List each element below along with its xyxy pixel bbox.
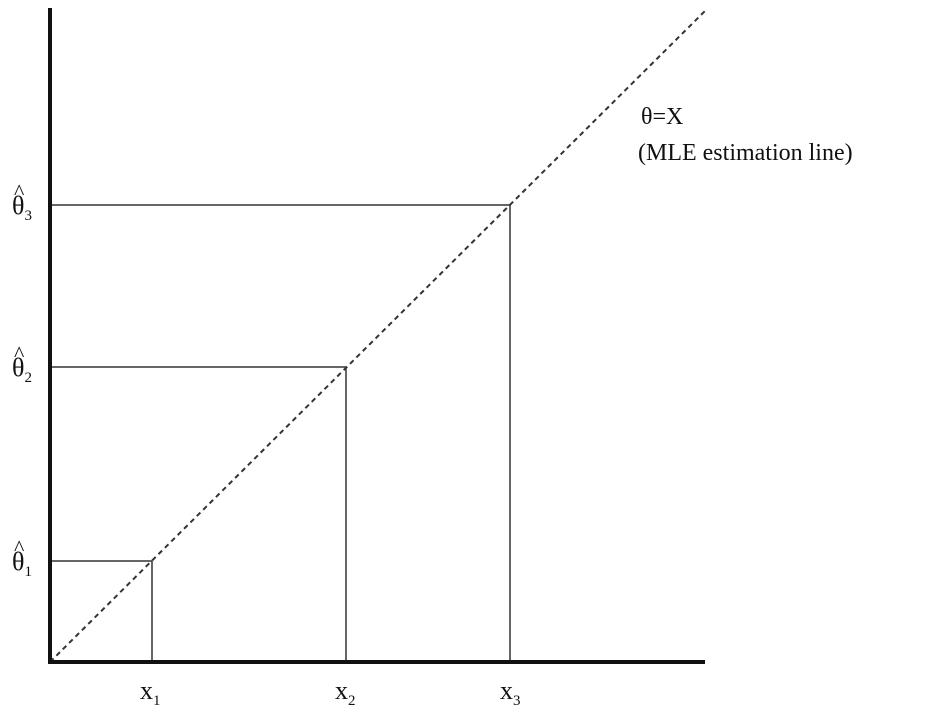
y-tick-label-2: ^ θ2 <box>12 341 32 386</box>
mle-estimation-line <box>49 9 707 663</box>
y-tick-symbol-2: θ2 <box>12 353 32 386</box>
line-caption-label: (MLE estimation line) <box>638 140 853 166</box>
hat-mark-3: ^ <box>14 179 25 204</box>
x-tick-label-3: x3 <box>500 676 521 708</box>
y-tick-label-3: ^ θ3 <box>12 179 32 224</box>
x-tick-label-1: x1 <box>140 676 161 708</box>
hat-mark-1: ^ <box>14 535 25 560</box>
hat-mark-2: ^ <box>14 341 25 366</box>
line-equation-label: θ=X <box>641 104 683 130</box>
y-tick-label-1: ^ θ1 <box>12 535 32 580</box>
y-tick-symbol-3: θ3 <box>12 191 32 224</box>
y-tick-symbol-1: θ1 <box>12 547 32 580</box>
x-tick-label-2: x2 <box>335 676 356 708</box>
